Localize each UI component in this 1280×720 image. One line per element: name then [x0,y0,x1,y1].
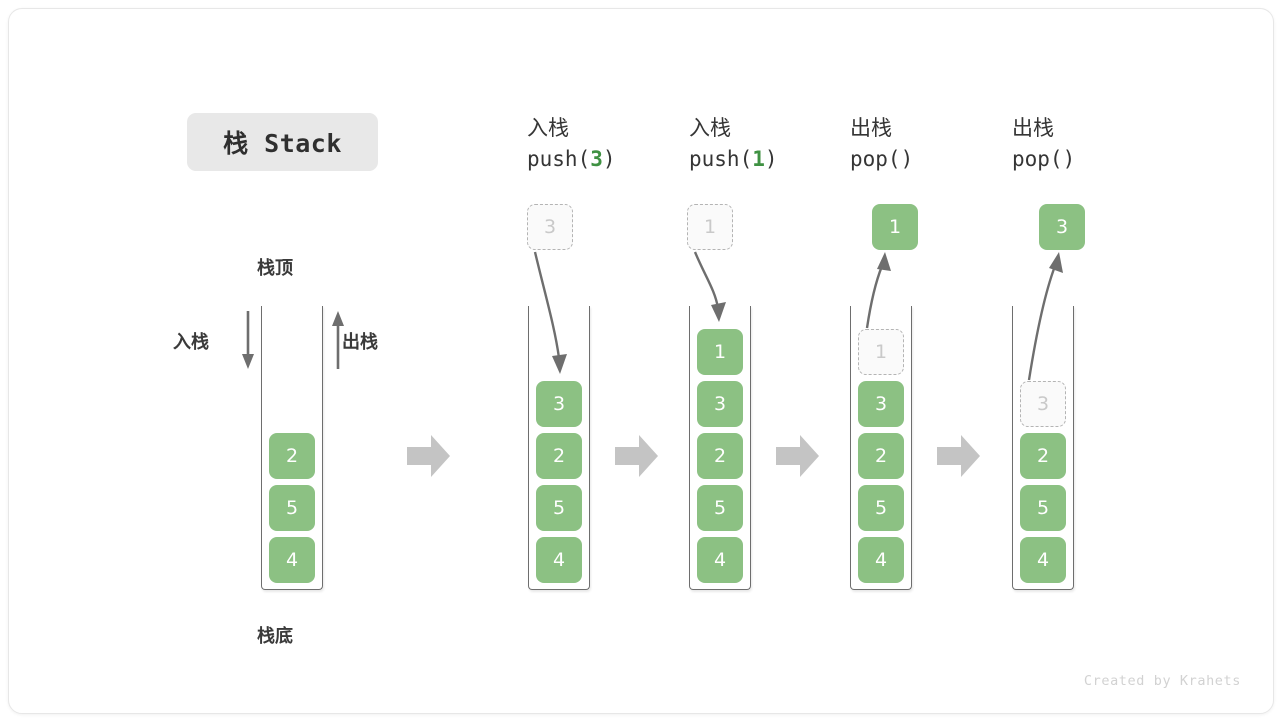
push-motion-arrow-icon [533,251,567,374]
pop-direction-label: 出栈 [342,332,378,353]
column-header-cjk: 入栈 [689,116,731,140]
transition-arrow-icon [407,435,450,477]
stack-container-pop-1 [850,306,912,590]
column-header-code: push(1) [689,143,849,175]
code-arg: 1 [752,147,765,171]
transition-arrow-icon [776,435,819,477]
column-header-code: push(3) [527,143,687,175]
code-arg: 3 [590,147,603,171]
stack-bottom-label: 栈底 [257,626,293,647]
stack-cell: 2 [536,433,582,479]
stack-cell: 2 [269,433,315,479]
code-prefix: pop( [1012,147,1063,171]
push-down-arrow-icon [242,311,254,369]
stack-cell: 5 [536,485,582,531]
floating-cell: 1 [687,204,733,250]
code-suffix: ) [900,147,914,171]
stack-cell: 2 [1020,433,1066,479]
stack-cell: 5 [1020,485,1066,531]
stack-container-push-1 [689,306,751,590]
stack-cell: 3 [697,381,743,427]
stack-cell: 4 [269,537,315,583]
column-header-pop-3: 出栈 pop() [1012,113,1172,175]
column-header-code: pop() [1012,143,1172,175]
stack-cell: 5 [269,485,315,531]
code-suffix: ) [602,147,616,171]
column-header-cjk: 出栈 [850,116,892,140]
stack-cell: 5 [697,485,743,531]
column-header-pop-1: 出栈 pop() [850,113,1010,175]
code-suffix: ) [1062,147,1076,171]
stack-top-label: 栈顶 [257,258,293,279]
stack-cell-removed: 1 [858,329,904,375]
code-prefix: push( [527,147,591,171]
column-header-cjk: 出栈 [1012,116,1054,140]
watermark: Created by Krahets [1083,673,1241,689]
column-header-push-1: 入栈 push(1) [689,113,849,175]
pop-up-arrow-icon [332,311,344,369]
stack-cell: 4 [858,537,904,583]
floating-cell: 3 [527,204,573,250]
stack-container-push-3 [528,306,590,590]
code-prefix: push( [689,147,753,171]
stack-cell: 3 [536,381,582,427]
title-badge: 栈 Stack [187,113,378,171]
stack-container-pop-3 [1012,306,1074,590]
stack-cell-removed: 3 [1020,381,1066,427]
push-motion-arrow-icon [693,251,726,322]
stack-cell: 4 [536,537,582,583]
stack-container-initial [261,306,323,590]
floating-cell: 1 [872,204,918,250]
push-direction-label: 入栈 [173,332,209,353]
stack-cell: 2 [697,433,743,479]
stack-cell: 4 [697,537,743,583]
pop-motion-arrow-icon [1027,252,1063,381]
code-suffix: ) [764,147,778,171]
stack-cell: 4 [1020,537,1066,583]
diagram-canvas: 栈 Stack 栈顶 栈底 入栈 出栈 2 5 4 入栈 push(3) 3 3 [8,8,1274,714]
title-text: 栈 Stack [223,129,342,158]
stack-cell: 2 [858,433,904,479]
column-header-code: pop() [850,143,1010,175]
stack-cell: 1 [697,329,743,375]
column-header-push-3: 入栈 push(3) [527,113,687,175]
stack-cell: 3 [858,381,904,427]
stack-cell: 5 [858,485,904,531]
column-header-cjk: 入栈 [527,116,569,140]
code-prefix: pop( [850,147,901,171]
floating-cell: 3 [1039,204,1085,250]
pop-motion-arrow-icon [865,252,891,329]
transition-arrow-icon [615,435,658,477]
transition-arrow-icon [937,435,980,477]
